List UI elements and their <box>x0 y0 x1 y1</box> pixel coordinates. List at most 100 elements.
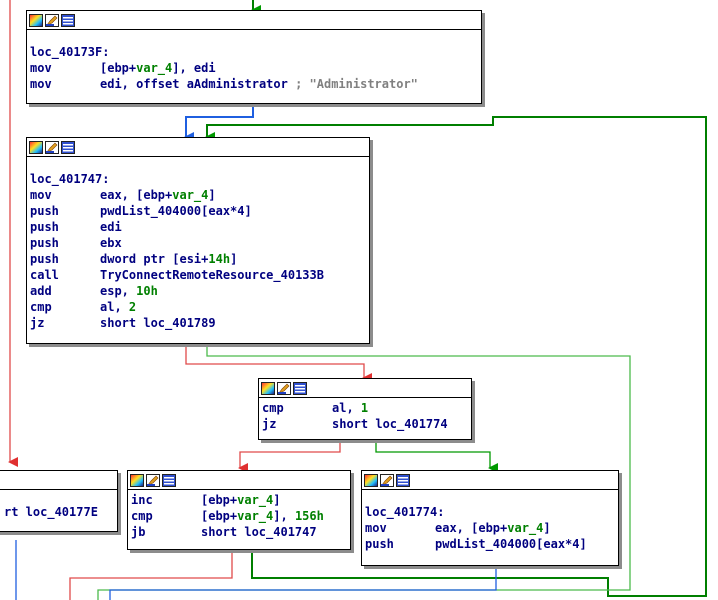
asm-mnemonic[interactable]: jz <box>30 316 45 330</box>
asm-variable[interactable]: 2 <box>128 300 137 314</box>
asm-operand-text[interactable]: ], edi <box>172 61 216 75</box>
asm-operands[interactable]: [ebp+var_4], 156h <box>201 508 324 524</box>
graph-color-icon[interactable] <box>29 140 43 154</box>
node-list-icon[interactable] <box>61 140 75 154</box>
graph-color-icon[interactable] <box>261 381 275 395</box>
asm-variable[interactable]: 10h <box>136 284 158 298</box>
asm-variable[interactable]: 14h <box>208 252 231 266</box>
asm-line[interactable]: mov edi, offset aAdministrator ; "Adminis… <box>30 76 478 92</box>
asm-operand-text[interactable]: TryConnectRemoteResource_40133B <box>100 268 324 282</box>
graph-color-icon[interactable] <box>29 13 43 27</box>
asm-operands[interactable]: TryConnectRemoteResource_40133B <box>100 267 324 283</box>
asm-line[interactable]: push edi <box>30 219 366 235</box>
asm-operand-text[interactable]: eax, [ebp+ <box>100 188 173 202</box>
asm-operand-text[interactable]: pwdList_404000[eax*4] <box>100 204 252 218</box>
asm-variable[interactable]: 1 <box>360 401 369 415</box>
asm-mnemonic[interactable]: push <box>30 220 59 234</box>
asm-operand-text[interactable]: ebx <box>100 236 122 250</box>
asm-operands[interactable]: edi, offset aAdministrator ; "Administra… <box>100 76 418 92</box>
asm-operands[interactable]: [ebp+var_4] <box>201 492 280 508</box>
asm-operand-text[interactable]: edi, offset aAdministrator <box>100 77 288 91</box>
asm-line[interactable]: mov eax, [ebp+var_4] <box>365 520 615 536</box>
rename-icon[interactable] <box>146 473 160 487</box>
asm-line[interactable]: rt loc_40177E <box>0 504 114 520</box>
asm-operand-text[interactable]: ], <box>273 509 295 523</box>
asm-mnemonic[interactable]: push <box>30 236 59 250</box>
asm-mnemonic[interactable]: push <box>365 537 394 551</box>
asm-line[interactable]: mov [ebp+var_4], edi <box>30 60 478 76</box>
asm-line[interactable]: cmp al, 2 <box>30 299 366 315</box>
rename-icon[interactable] <box>380 473 394 487</box>
asm-line[interactable]: push ebx <box>30 235 366 251</box>
asm-operands[interactable]: rt loc_40177E <box>4 504 98 520</box>
asm-variable[interactable]: var_4 <box>237 509 274 523</box>
node-list-icon[interactable] <box>162 473 176 487</box>
asm-operand-text[interactable]: al, <box>332 401 361 415</box>
graph-color-icon[interactable] <box>364 473 378 487</box>
asm-mnemonic[interactable]: mov <box>30 77 52 91</box>
asm-operand-text[interactable]: [ebp+ <box>201 509 238 523</box>
asm-operand-text[interactable]: [ebp+ <box>100 61 137 75</box>
asm-line[interactable]: call TryConnectRemoteResource_40133B <box>30 267 366 283</box>
asm-line[interactable]: jz short loc_401774 <box>262 416 468 432</box>
asm-operands[interactable]: al, 2 <box>100 299 136 315</box>
node-list-icon[interactable] <box>61 13 75 27</box>
asm-line[interactable]: push pwdList_404000[eax*4] <box>365 536 615 552</box>
asm-operands[interactable]: eax, [ebp+var_4] <box>100 187 216 203</box>
asm-mnemonic[interactable]: cmp <box>30 300 52 314</box>
block-jmp-loc-40177e[interactable]: rt loc_40177E <box>0 470 118 532</box>
asm-variable[interactable]: var_4 <box>237 493 274 507</box>
asm-operand-text[interactable]: [ebp+ <box>201 493 238 507</box>
asm-mnemonic[interactable]: jz <box>262 417 277 431</box>
asm-operands[interactable]: esp, 10h <box>100 283 158 299</box>
asm-mnemonic[interactable]: mov <box>30 188 52 202</box>
asm-operands[interactable]: [ebp+var_4], edi <box>100 60 216 76</box>
asm-operands[interactable]: al, 1 <box>332 400 368 416</box>
asm-operand-text[interactable]: short loc_401774 <box>332 417 448 431</box>
asm-variable[interactable]: var_4 <box>172 188 209 202</box>
node-list-icon[interactable] <box>293 381 307 395</box>
asm-variable[interactable]: var_4 <box>507 521 544 535</box>
asm-mnemonic[interactable]: inc <box>131 493 153 507</box>
asm-operand-text[interactable]: edi <box>100 220 122 234</box>
asm-operand-text[interactable]: ] <box>273 493 281 507</box>
asm-operand-text[interactable]: short loc_401747 <box>201 525 317 539</box>
asm-operand-text[interactable]: dword ptr [esi+ <box>100 252 209 266</box>
asm-mnemonic[interactable]: mov <box>365 521 387 535</box>
asm-operand-text[interactable]: ] <box>208 188 216 202</box>
rename-icon[interactable] <box>45 13 59 27</box>
rename-icon[interactable] <box>45 140 59 154</box>
asm-operands[interactable]: dword ptr [esi+14h] <box>100 251 237 267</box>
node-list-icon[interactable] <box>396 473 410 487</box>
asm-variable[interactable]: 156h <box>294 509 324 523</box>
asm-operands[interactable]: eax, [ebp+var_4] <box>435 520 551 536</box>
asm-operands[interactable]: pwdList_404000[eax*4] <box>435 536 587 552</box>
asm-line[interactable]: mov eax, [ebp+var_4] <box>30 187 366 203</box>
asm-mnemonic[interactable]: mov <box>30 61 52 75</box>
graph-color-icon[interactable] <box>130 473 144 487</box>
asm-operands[interactable]: short loc_401747 <box>201 524 317 540</box>
asm-operands[interactable]: pwdList_404000[eax*4] <box>100 203 252 219</box>
asm-line[interactable]: inc [ebp+var_4] <box>131 492 347 508</box>
asm-operand-text[interactable]: ] <box>230 252 238 266</box>
asm-operands[interactable]: edi <box>100 219 122 235</box>
asm-mnemonic[interactable]: cmp <box>131 509 153 523</box>
asm-mnemonic[interactable]: call <box>30 268 59 282</box>
asm-line[interactable]: cmp [ebp+var_4], 156h <box>131 508 347 524</box>
asm-operands[interactable]: ebx <box>100 235 122 251</box>
asm-operands[interactable]: short loc_401774 <box>332 416 448 432</box>
asm-line[interactable]: push dword ptr [esi+14h] <box>30 251 366 267</box>
asm-operand-text[interactable]: pwdList_404000[eax*4] <box>435 537 587 551</box>
asm-mnemonic[interactable]: push <box>30 252 59 266</box>
asm-operand-text[interactable]: eax, [ebp+ <box>435 521 508 535</box>
asm-operands[interactable]: short loc_401789 <box>100 315 216 331</box>
asm-line[interactable]: jz short loc_401789 <box>30 315 366 331</box>
